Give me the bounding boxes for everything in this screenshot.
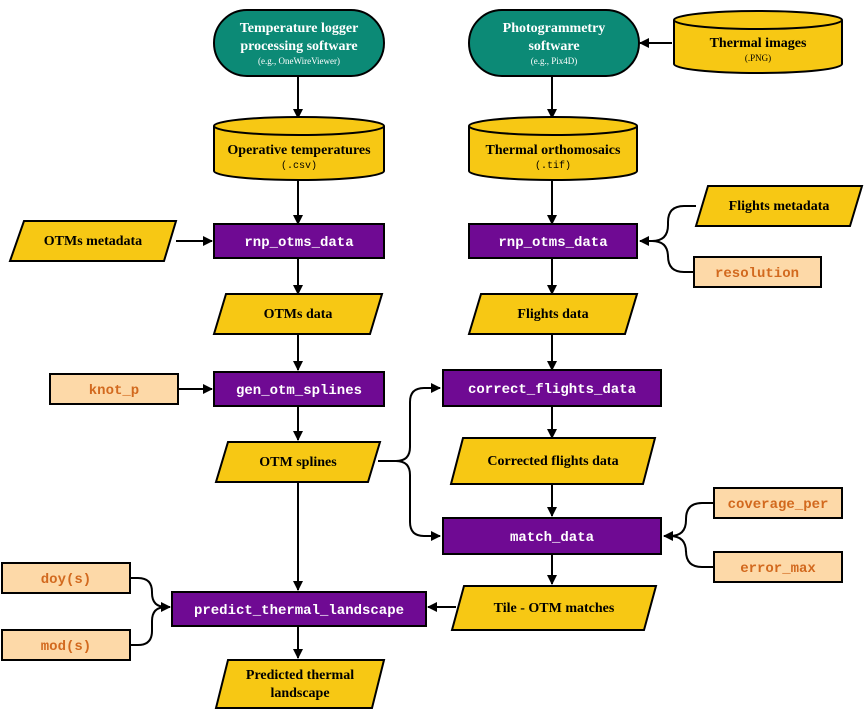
thermal-orthomosaics-ext: (.tif) (535, 160, 571, 172)
coverage-per-param-node: coverage_per (713, 487, 843, 519)
predict-thermal-landscape-node: predict_thermal_landscape (171, 591, 427, 627)
otms-metadata-label: OTMs metadata (44, 234, 142, 249)
tile-otm-matches-label: Tile - OTM matches (494, 601, 615, 616)
otm-splines-label: OTM splines (259, 455, 337, 470)
resolution-param-label: resolution (715, 266, 799, 282)
error-max-param-node: error_max (713, 551, 843, 583)
temp-logger-example: (e.g., OneWireViewer) (258, 56, 340, 66)
predicted-thermal-landscape-line2: landscape (270, 686, 329, 701)
mod-param-node: mod(s) (1, 629, 131, 661)
temp-logger-title-line1: Temperature logger (240, 21, 359, 36)
gen-otm-splines-node: gen_otm_splines (213, 371, 385, 407)
corrected-flights-data-label: Corrected flights data (487, 454, 618, 469)
temp-logger-software-node: Temperature logger processing software (… (213, 9, 385, 77)
match-data-label: match_data (510, 530, 595, 546)
correct-flights-data-label: correct_flights_data (468, 382, 637, 398)
mod-param-label: mod(s) (41, 639, 91, 655)
thermal-images-ext: (.PNG) (745, 53, 771, 63)
knot-p-param-node: knot_p (49, 373, 179, 405)
gen-otm-splines-label: gen_otm_splines (236, 383, 362, 399)
edge-flights-metadata-to-rnp-right (639, 205, 696, 246)
operative-temperatures-label: Operative temperatures (227, 143, 371, 158)
otms-data-label: OTMs data (264, 307, 333, 322)
flights-data-label: Flights data (517, 307, 588, 322)
edges (130, 38, 714, 659)
operative-temperatures-node: Operative temperatures (.csv) (213, 116, 385, 181)
operative-temperatures-ext: (.csv) (281, 160, 317, 172)
rnp-otms-data-right-node: rnp_otms_data (468, 223, 638, 259)
otms-data-node: OTMs data (212, 293, 384, 335)
flights-data-node: Flights data (467, 293, 639, 335)
edge-coverage-to-match (663, 502, 714, 541)
flights-metadata-node: Flights metadata (694, 185, 864, 227)
rnp-otms-data-right-label: rnp_otms_data (498, 235, 608, 251)
match-data-node: match_data (442, 517, 662, 555)
temp-logger-title-line2: processing software (240, 39, 357, 54)
otm-splines-node: OTM splines (214, 441, 382, 483)
rnp-otms-data-left-label: rnp_otms_data (244, 235, 354, 251)
photogrammetry-example: (e.g., Pix4D) (531, 56, 578, 66)
coverage-per-param-label: coverage_per (728, 497, 829, 513)
flights-metadata-label: Flights metadata (729, 199, 830, 214)
edge-mod-to-predict (130, 606, 167, 646)
rnp-otms-data-left-node: rnp_otms_data (213, 223, 385, 259)
resolution-param-node: resolution (693, 256, 822, 288)
corrected-flights-data-node: Corrected flights data (449, 437, 657, 485)
thermal-images-label: Thermal images (710, 36, 807, 51)
thermal-images-node: Thermal images (.PNG) (673, 10, 843, 74)
photogrammetry-title-line1: Photogrammetry (503, 21, 606, 36)
knot-p-param-label: knot_p (89, 383, 139, 399)
error-max-param-label: error_max (740, 561, 816, 577)
thermal-orthomosaics-node: Thermal orthomosaics (.tif) (468, 116, 638, 181)
predicted-thermal-landscape-line1: Predicted thermal (246, 668, 354, 683)
edge-otm-splines-to-correct (378, 383, 441, 462)
edge-error-max-to-match (669, 535, 714, 568)
edge-otm-splines-to-match (395, 460, 441, 541)
doy-param-node: doy(s) (1, 562, 131, 594)
correct-flights-data-node: correct_flights_data (442, 369, 662, 407)
doy-param-label: doy(s) (41, 572, 91, 588)
thermal-orthomosaics-label: Thermal orthomosaics (486, 143, 621, 158)
tile-otm-matches-node: Tile - OTM matches (450, 585, 658, 631)
edge-doy-to-predict (130, 577, 171, 612)
predict-thermal-landscape-label: predict_thermal_landscape (194, 603, 404, 619)
photogrammetry-software-node: Photogrammetry software (e.g., Pix4D) (468, 9, 640, 77)
predicted-thermal-landscape-node: Predicted thermal landscape (214, 659, 386, 709)
photogrammetry-title-line2: software (528, 39, 579, 54)
otms-metadata-node: OTMs metadata (8, 220, 178, 262)
edge-resolution-to-rnp-right (651, 240, 694, 273)
